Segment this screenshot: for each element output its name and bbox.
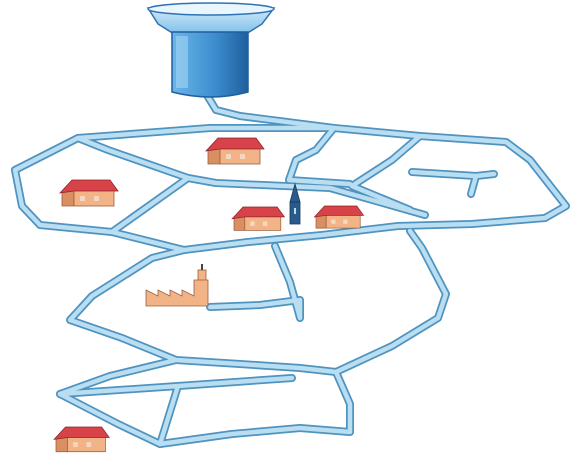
church-icon: [289, 182, 301, 225]
house-icon: [204, 137, 265, 165]
factory-icon: [145, 264, 209, 307]
buildings-layer: [53, 137, 365, 453]
house-icon: [53, 426, 110, 453]
inner-pipe-2: [285, 124, 354, 188]
house-icon: [58, 179, 119, 207]
water-tower-icon: [146, 2, 276, 98]
house-icon: [231, 206, 286, 231]
pipe-network: [11, 88, 570, 448]
house-icon: [313, 205, 365, 229]
